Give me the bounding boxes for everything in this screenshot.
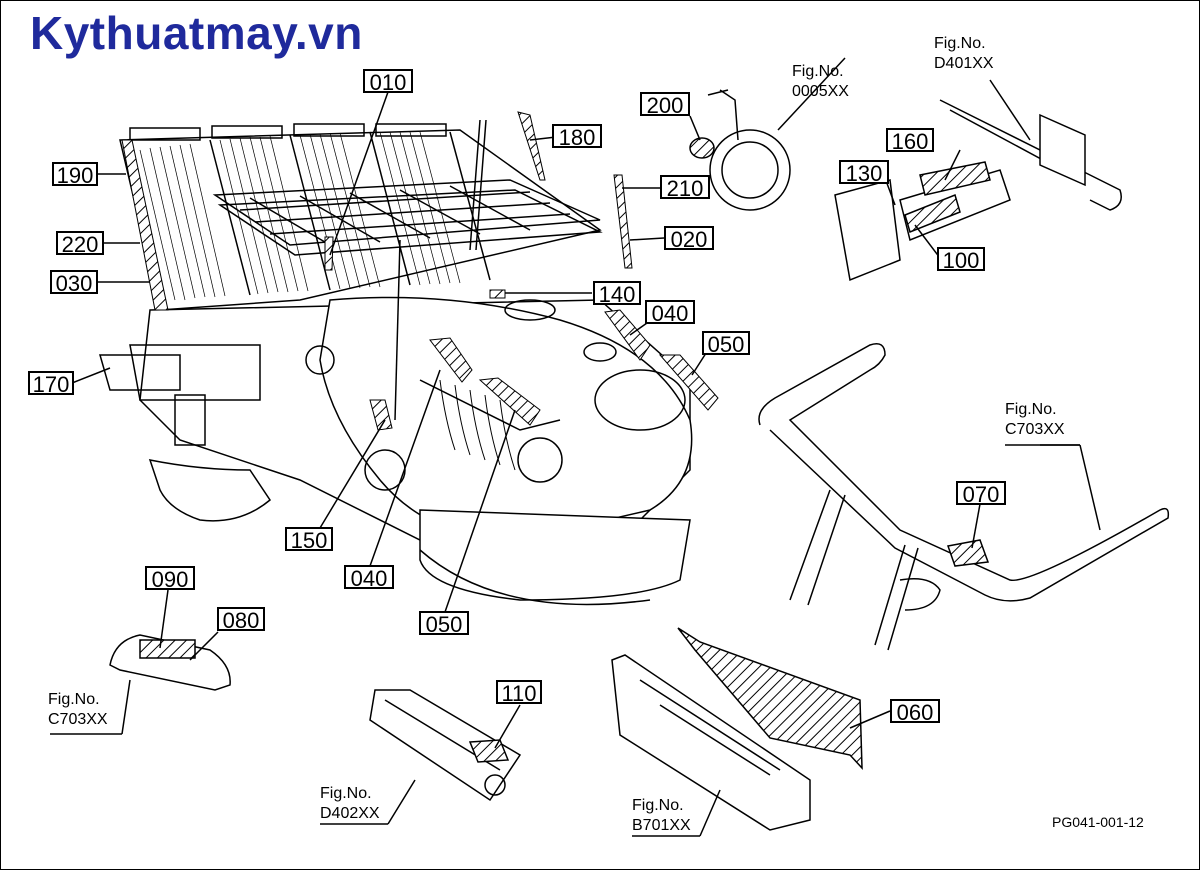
fig-ref-b701xx: Fig.No. B701XX — [632, 796, 691, 836]
part-label-050-upper: 050 — [702, 331, 750, 357]
part-label-020: 020 — [664, 226, 714, 252]
leader-lines — [50, 57, 1101, 837]
fig-ref-code: D401XX — [934, 55, 994, 72]
part-label-070: 070 — [956, 481, 1006, 507]
seedling-tray-assembly — [119, 123, 602, 311]
part-label-210: 210 — [660, 175, 710, 201]
part-label-160: 160 — [886, 128, 934, 154]
part-label-200: 200 — [640, 92, 690, 118]
part-label-180: 180 — [552, 124, 602, 150]
fig-ref-code: C703XX — [48, 711, 108, 728]
drawing-code: PG041-001-12 — [1052, 814, 1144, 830]
part-label-100: 100 — [937, 247, 985, 273]
fig-ref-0005xx: Fig.No. 0005XX — [792, 62, 849, 102]
fig-ref-caption: Fig.No. — [934, 35, 986, 52]
cover-part — [109, 634, 231, 691]
part-label-140: 140 — [593, 281, 641, 307]
fig-ref-code: D402XX — [320, 805, 380, 822]
fig-ref-caption: Fig.No. — [320, 785, 372, 802]
fig-ref-c703xx-handle: Fig.No. C703XX — [1005, 400, 1065, 440]
main-chassis — [99, 239, 693, 606]
handle-bar — [758, 343, 1170, 651]
part-label-190: 190 — [52, 162, 98, 188]
main-machine-decals — [121, 111, 719, 431]
part-label-130: 130 — [839, 160, 889, 186]
part-label-170: 170 — [28, 371, 74, 397]
fig-ref-caption: Fig.No. — [632, 797, 684, 814]
part-label-040-upper: 040 — [645, 300, 695, 326]
fig-ref-c703xx-cover: Fig.No. C703XX — [48, 690, 108, 730]
bracket-plate — [611, 627, 863, 831]
fig-ref-caption: Fig.No. — [48, 691, 100, 708]
site-logo: Kythuatmay.vn — [30, 7, 363, 59]
part-label-050-lower: 050 — [419, 611, 469, 637]
fig-ref-d402xx: Fig.No. D402XX — [320, 784, 380, 824]
part-label-040-lower: 040 — [344, 565, 394, 591]
part-label-110: 110 — [496, 680, 542, 706]
part-label-150: 150 — [285, 527, 333, 553]
part-label-010: 010 — [363, 69, 413, 95]
fig-ref-code: C703XX — [1005, 421, 1065, 438]
part-label-060: 060 — [890, 699, 940, 725]
part-label-030: 030 — [50, 270, 98, 296]
fig-ref-caption: Fig.No. — [792, 63, 844, 80]
part-label-080: 080 — [217, 607, 265, 633]
wire-rack — [212, 119, 603, 256]
flange-plate-assembly — [689, 89, 791, 211]
frame-bracket-assembly — [834, 99, 1122, 282]
channel-part — [369, 689, 522, 802]
fig-ref-caption: Fig.No. — [1005, 401, 1057, 418]
fig-ref-d401xx: Fig.No. D401XX — [934, 34, 994, 74]
fig-ref-code: B701XX — [632, 817, 691, 834]
part-label-220: 220 — [56, 231, 104, 257]
part-label-090: 090 — [145, 566, 195, 592]
fig-ref-code: 0005XX — [792, 83, 849, 100]
